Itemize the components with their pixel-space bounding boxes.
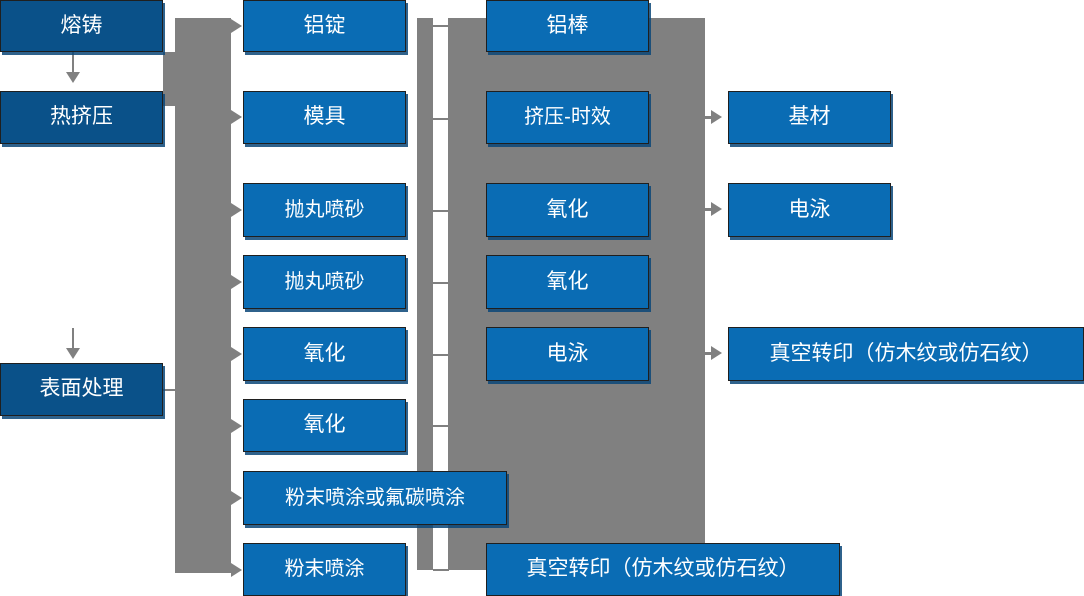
node-shot-blasting-1[interactable]: 抛丸喷砂 [243, 183, 406, 237]
arrow-to-c4-n3 [711, 346, 722, 360]
bridge-line-7 [433, 569, 449, 571]
node-label: 铝棒 [546, 13, 589, 37]
node-oxidation-c2-1[interactable]: 氧化 [243, 327, 406, 381]
bridge-line-5 [433, 354, 449, 356]
node-label: 抛丸喷砂 [284, 270, 365, 293]
bridge-line-1 [433, 25, 449, 27]
arrow-to-c4-n2 [711, 202, 722, 216]
node-label: 表面处理 [39, 377, 124, 401]
node-substrate[interactable]: 基材 [728, 91, 891, 144]
node-label: 基材 [788, 105, 831, 129]
node-label: 熔铸 [60, 13, 103, 37]
node-vacuum-transfer-printing-bottom[interactable]: 真空转印（仿木纹或仿石纹） [486, 543, 840, 596]
node-surface-treatment[interactable]: 表面处理 [0, 363, 163, 416]
bridge-line-2 [433, 118, 449, 120]
node-electrophoresis-c4[interactable]: 电泳 [728, 183, 891, 237]
bridge-line-4 [433, 282, 449, 284]
node-label: 氧化 [303, 413, 346, 437]
node-label: 氧化 [303, 341, 346, 365]
node-label: 铝锭 [303, 13, 346, 37]
trunk-left-head-top [163, 52, 231, 106]
trunk-left [175, 18, 231, 573]
node-label: 模具 [303, 105, 346, 129]
node-label: 氧化 [546, 197, 589, 221]
node-label: 电泳 [546, 341, 589, 365]
node-label: 挤压-时效 [524, 106, 611, 128]
node-oxidation-c2-2[interactable]: 氧化 [243, 399, 406, 452]
arrow-to-c2-n3 [231, 203, 242, 217]
node-label: 真空转印（仿木纹或仿石纹） [769, 341, 1043, 365]
arrow-stem-down-hot-extrusion [72, 52, 74, 74]
connector-surface-treatment [163, 389, 193, 391]
trunk-middle-thin [417, 18, 433, 570]
arrow-to-c2-n5 [231, 347, 242, 361]
node-label: 氧化 [546, 269, 589, 293]
node-label: 热挤压 [50, 105, 113, 129]
node-label: 粉末喷涂或氟碳喷涂 [285, 486, 465, 509]
arrow-to-c2-n7 [231, 491, 242, 505]
node-powder-coating[interactable]: 粉末喷涂 [243, 543, 406, 596]
node-label: 真空转印（仿木纹或仿石纹） [526, 557, 800, 581]
arrow-down-to-surface-treatment [66, 348, 80, 359]
node-melting-casting[interactable]: 熔铸 [0, 0, 163, 52]
node-powder-or-fluorocarbon-coating[interactable]: 粉末喷涂或氟碳喷涂 [243, 471, 507, 525]
arrow-to-c2-n6 [231, 419, 242, 433]
bridge-line-6 [433, 425, 449, 427]
node-oxidation-c3-1[interactable]: 氧化 [486, 183, 649, 237]
node-aluminum-ingot[interactable]: 铝锭 [243, 0, 406, 52]
node-hot-extrusion[interactable]: 热挤压 [0, 91, 163, 144]
node-label: 电泳 [788, 197, 831, 221]
arrow-stem-down-surface [72, 328, 74, 350]
node-aluminum-bar[interactable]: 铝棒 [486, 0, 649, 52]
arrow-to-c4-n1 [711, 110, 722, 124]
node-extrusion-aging[interactable]: 挤压-时效 [486, 91, 649, 144]
arrow-down-to-hot-extrusion [66, 72, 80, 83]
arrow-to-c2-n8 [231, 563, 242, 577]
bridge-line-3 [433, 210, 449, 212]
node-mold[interactable]: 模具 [243, 91, 406, 144]
arrow-to-c2-n1 [231, 19, 242, 33]
node-vacuum-transfer-printing-right[interactable]: 真空转印（仿木纹或仿石纹） [728, 327, 1084, 381]
arrow-to-c2-n4 [231, 275, 242, 289]
node-electrophoresis-c3[interactable]: 电泳 [486, 327, 649, 381]
node-oxidation-c3-2[interactable]: 氧化 [486, 255, 649, 309]
node-label: 粉末喷涂 [284, 558, 365, 580]
node-label: 抛丸喷砂 [284, 198, 365, 221]
arrow-to-c2-n2 [231, 110, 242, 124]
node-shot-blasting-2[interactable]: 抛丸喷砂 [243, 255, 406, 309]
